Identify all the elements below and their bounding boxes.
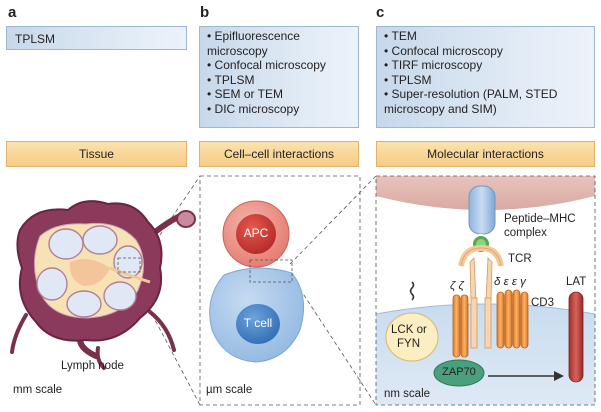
zoom-line bbox=[159, 175, 201, 236]
um-scale-label: µm scale bbox=[206, 384, 253, 396]
scale-box-molecular: Molecular interactions bbox=[376, 141, 595, 167]
panel-letter-a: a bbox=[8, 4, 17, 21]
method-item: TIRF microscopy bbox=[384, 58, 588, 73]
t-cell bbox=[209, 267, 305, 363]
method-item: DIC microscopy bbox=[207, 102, 354, 117]
zap70-kinase bbox=[433, 359, 485, 387]
methods-box-c: TEM Confocal microscopy TIRF microscopy … bbox=[376, 26, 595, 128]
method-item: TPLSM bbox=[15, 32, 56, 46]
tcr bbox=[458, 244, 504, 349]
zoom-line bbox=[289, 175, 377, 265]
method-item: Confocal microscopy bbox=[207, 58, 354, 73]
lck-fyn-kinase bbox=[385, 312, 439, 362]
arrowhead-icon bbox=[554, 371, 564, 381]
peptide-mhc-label-2: complex bbox=[504, 227, 547, 239]
apc-label: APC bbox=[243, 226, 269, 240]
cell-scale-frame bbox=[199, 175, 361, 406]
methods-box-b: Epifluorescence microscopy Confocal micr… bbox=[199, 26, 359, 128]
method-item: TEM bbox=[384, 29, 588, 44]
scale-box-tissue: Tissue bbox=[6, 141, 187, 167]
mm-scale-label: mm scale bbox=[13, 384, 63, 396]
zoom-line bbox=[125, 264, 201, 406]
cd3-chain-label: δ ε ε γ bbox=[494, 276, 526, 288]
peptide-mhc-label: Peptide–MHC bbox=[504, 213, 576, 225]
lck-anchor-icon bbox=[409, 281, 415, 301]
method-item: Super-resolution (PALM, STED microscopy … bbox=[384, 87, 588, 116]
method-item: Epifluorescence microscopy bbox=[207, 29, 354, 58]
method-item: SEM or TEM bbox=[207, 87, 354, 102]
synapse-zoom-box bbox=[249, 259, 293, 283]
lat-protein bbox=[568, 291, 584, 383]
zeta-label: ζ ζ bbox=[450, 280, 464, 292]
method-item: Confocal microscopy bbox=[384, 44, 588, 59]
methods-box-a: TPLSM bbox=[6, 26, 187, 50]
nm-scale-label: nm scale bbox=[384, 388, 431, 400]
method-item: TPLSM bbox=[384, 73, 588, 88]
scale-box-cell: Cell–cell interactions bbox=[199, 141, 359, 167]
lck-label-2: FYN bbox=[397, 338, 420, 350]
method-item: TPLSM bbox=[207, 73, 354, 88]
zeta-chains bbox=[452, 294, 469, 358]
lat-label: LAT bbox=[566, 276, 587, 288]
apc-cell bbox=[222, 200, 290, 268]
t-cell-label: T cell bbox=[243, 316, 273, 330]
lck-label-1: LCK or bbox=[391, 324, 427, 336]
cd3-chains bbox=[496, 289, 529, 349]
zap70-label: ZAP70 bbox=[442, 366, 476, 378]
cd3-label: CD3 bbox=[531, 297, 555, 309]
lymph-node-label: Lymph node bbox=[61, 360, 124, 372]
lymph-node-illustration bbox=[10, 200, 196, 370]
panel-letter-b: b bbox=[200, 4, 210, 21]
tcr-label: TCR bbox=[508, 253, 532, 265]
panel-letter-c: c bbox=[376, 4, 385, 21]
zoom-line bbox=[295, 282, 377, 406]
